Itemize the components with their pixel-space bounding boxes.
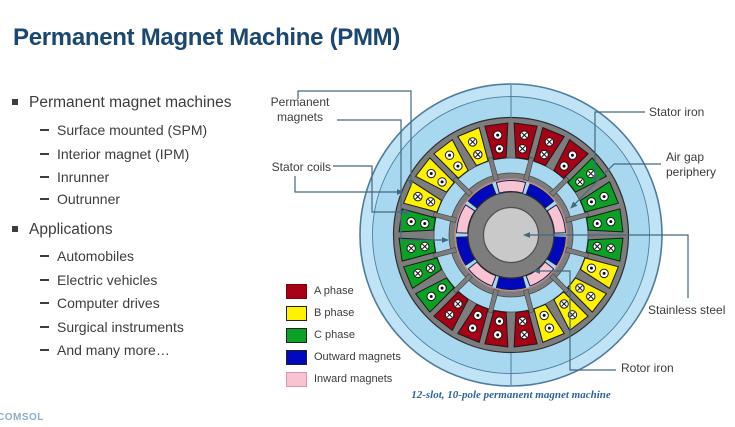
- callout-label-stainless-steel: Stainless steel: [648, 303, 725, 318]
- stator-iron-line: [592, 111, 645, 182]
- bullet-dash-icon: [40, 176, 49, 178]
- bullet-square-icon: [12, 226, 18, 232]
- bullet-dash-icon: [40, 198, 49, 200]
- label-line: Air gap: [666, 150, 705, 164]
- rotor-iron-line: [533, 268, 616, 371]
- callout-label-stator-iron: Stator iron: [649, 105, 704, 120]
- legend-label: B phase: [314, 307, 355, 319]
- callout-label-stator-coils: Stator coils: [245, 160, 331, 175]
- list-item-label: Surface mounted (SPM): [57, 122, 208, 138]
- stator-coils-line-2: [294, 176, 404, 195]
- list-item: Inrunner: [40, 169, 109, 185]
- list-item-label: Automobiles: [57, 248, 135, 264]
- list-item-label: Surgical instruments: [57, 319, 184, 335]
- permanent-magnets-line-2: [337, 119, 449, 243]
- list-item-label: Outrunner: [57, 191, 121, 207]
- label-line: Rotor iron: [621, 361, 674, 375]
- air-gap-line: [570, 163, 661, 209]
- legend-swatch: [286, 284, 307, 299]
- list-item-label: Interior magnet (IPM): [57, 146, 190, 162]
- list-item: Interior magnet (IPM): [40, 146, 189, 162]
- list-item: Outrunner: [40, 191, 120, 207]
- list-item: Electric vehicles: [40, 272, 157, 288]
- page-title: Permanent Magnet Machine (PMM): [13, 24, 401, 51]
- permanent-magnets-line-1: [297, 90, 414, 187]
- list-item-label: Inrunner: [57, 169, 110, 185]
- legend-label: C phase: [314, 329, 355, 341]
- stator-coils-line-1: [333, 165, 411, 215]
- bullet-square-icon: [12, 99, 18, 105]
- label-line: periphery: [666, 165, 717, 180]
- callout-label-permanent-magnets: Permanent magnets: [258, 95, 342, 126]
- bullet-dash-icon: [40, 129, 49, 131]
- list-item-label: Applications: [29, 221, 113, 238]
- label-line: Permanent: [270, 95, 330, 109]
- callout-label-rotor-iron: Rotor iron: [621, 361, 674, 376]
- bullet-dash-icon: [40, 153, 49, 155]
- label-line: Stainless steel: [648, 303, 726, 317]
- list-item: Permanent magnet machines: [12, 94, 231, 112]
- comsol-logo: COMSOL: [0, 412, 44, 423]
- list-item: Surgical instruments: [40, 319, 184, 335]
- bullet-dash-icon: [40, 349, 49, 351]
- legend-swatch: [286, 372, 307, 387]
- legend-swatch: [286, 350, 307, 365]
- callout-label-air-gap-periphery: Air gap periphery: [666, 150, 716, 181]
- list-item: Applications: [12, 221, 113, 239]
- list-item: Surface mounted (SPM): [40, 122, 207, 138]
- label-line: Stator coils: [271, 160, 331, 174]
- list-item: Computer drives: [40, 295, 160, 311]
- diagram-caption: 12-slot, 10-pole permanent magnet machin…: [411, 389, 611, 401]
- bullet-dash-icon: [40, 279, 49, 281]
- list-item-label: Computer drives: [57, 295, 160, 311]
- legend-label: A phase: [314, 285, 354, 297]
- list-item-label: And many more…: [57, 342, 170, 358]
- bullet-dash-icon: [40, 255, 49, 257]
- legend-label: Outward magnets: [314, 351, 401, 363]
- bullet-dash-icon: [40, 326, 49, 328]
- label-line: Stator iron: [649, 105, 705, 119]
- list-item-label: Permanent magnet machines: [29, 94, 232, 111]
- legend-swatch: [286, 306, 307, 321]
- list-item: And many more…: [40, 342, 170, 358]
- bullet-dash-icon: [40, 302, 49, 304]
- list-item: Automobiles: [40, 248, 134, 264]
- legend-swatch: [286, 328, 307, 343]
- list-item-label: Electric vehicles: [57, 272, 158, 288]
- label-line: magnets: [276, 110, 324, 125]
- legend-label: Inward magnets: [314, 373, 393, 385]
- stainless-steel-line: [523, 232, 689, 298]
